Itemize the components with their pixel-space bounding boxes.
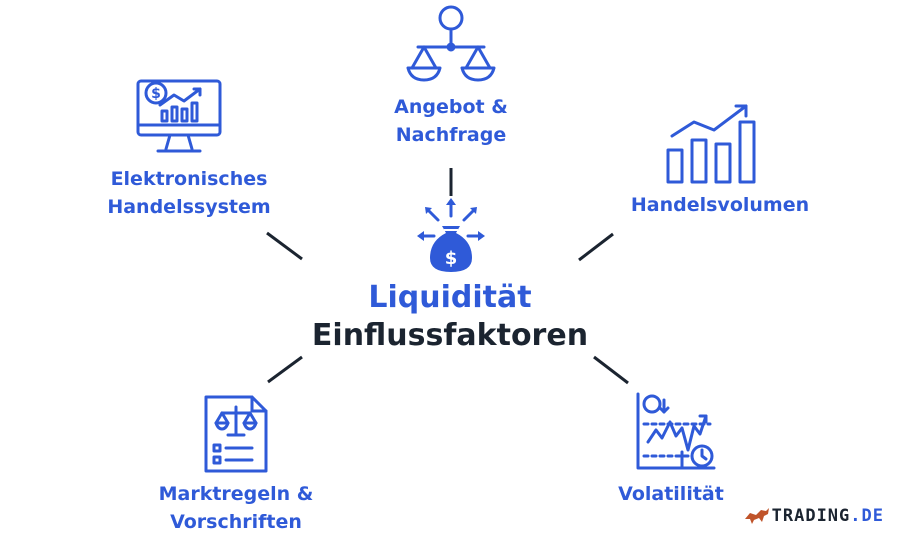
label-market-rules: Marktregeln & Vorschriften xyxy=(158,483,314,533)
connector-lower-left xyxy=(267,355,303,384)
center-subtitle: Einflussfaktoren xyxy=(311,318,589,353)
connector-upper-right xyxy=(578,232,614,262)
bull-logo-icon xyxy=(744,508,769,524)
svg-text:$: $ xyxy=(151,86,161,102)
document-scale-icon xyxy=(204,395,268,473)
volatility-chart-icon xyxy=(636,392,716,470)
label-volatility: Volatilität xyxy=(618,483,724,505)
computer-chart-icon: $ xyxy=(136,79,222,153)
label-trading-volume: Handelsvolumen xyxy=(630,194,810,216)
trading-de-logo: TRADING.DE xyxy=(744,506,884,526)
label-supply-demand: Angebot & Nachfrage xyxy=(394,96,508,146)
center-title: Liquidität xyxy=(368,280,532,315)
scale-icon xyxy=(406,5,496,82)
svg-text:$: $ xyxy=(445,248,458,269)
connector-upper-left xyxy=(266,231,303,261)
connector-lower-right xyxy=(593,355,629,385)
label-electronic-trading: Elektronisches Handelssystem xyxy=(107,168,271,218)
bar-chart-icon xyxy=(666,104,756,184)
money-bag-icon: $ xyxy=(417,198,485,272)
